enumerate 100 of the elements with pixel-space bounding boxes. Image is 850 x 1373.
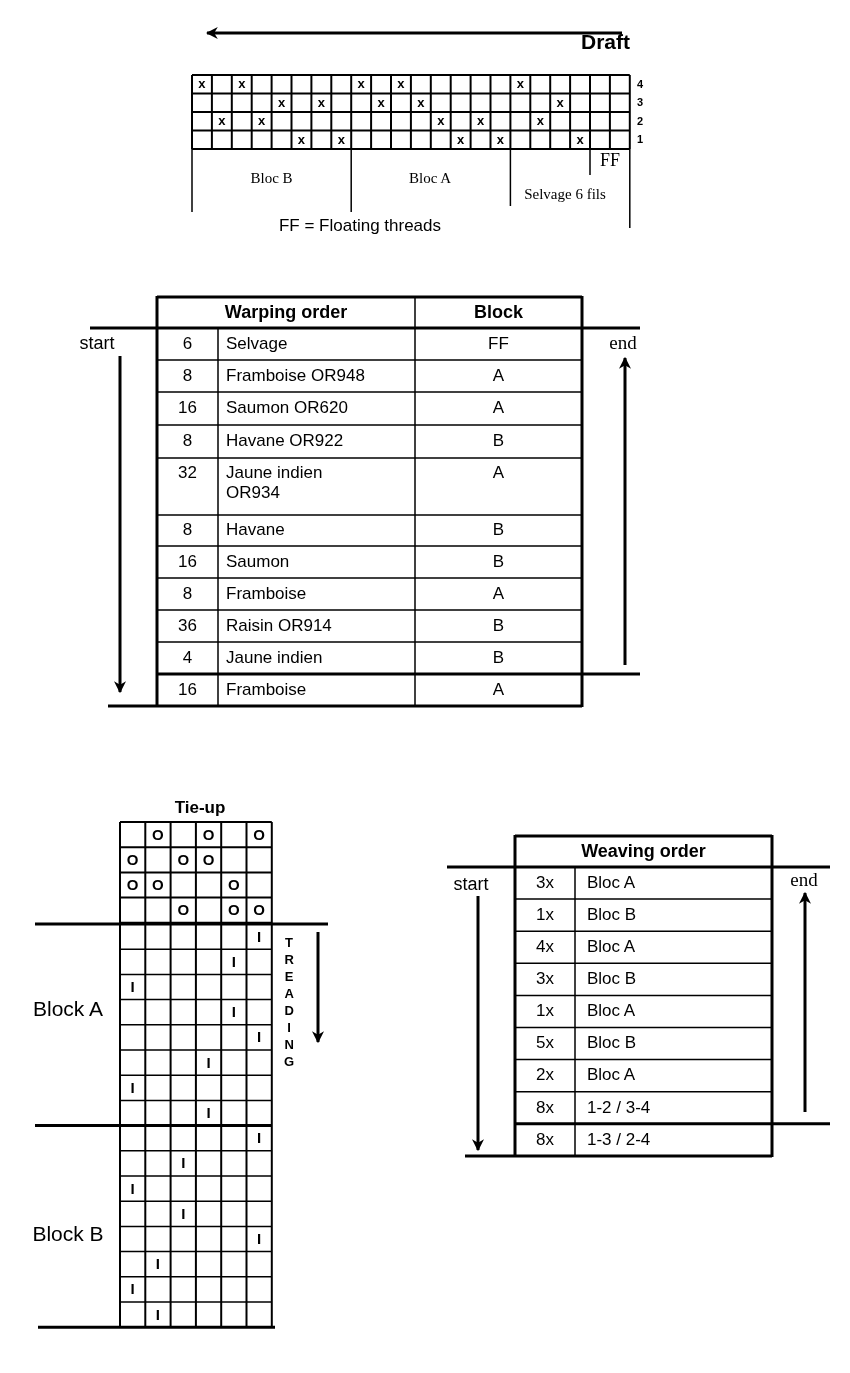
repeat-count: 3x: [535, 968, 555, 991]
repeat-count: 4x: [535, 936, 555, 959]
threading-mark: x: [336, 130, 346, 149]
thread-count: 8: [181, 430, 194, 453]
selvage-label: Selvage 6 fils: [523, 185, 607, 204]
yarn-name: Havane: [226, 519, 286, 542]
threading-mark: x: [456, 130, 466, 149]
threading-mark: x: [475, 112, 486, 131]
treadle-mark: I: [129, 977, 136, 997]
yarn-name: Raisin OR914: [226, 614, 333, 637]
treadle-mark: I: [129, 1178, 136, 1199]
yarn-name: Framboise: [226, 582, 308, 605]
block-name: Bloc A: [587, 936, 637, 959]
treadle-mark: I: [256, 1229, 263, 1249]
block-name: Bloc A: [587, 1064, 637, 1087]
thread-count: 36: [177, 614, 198, 637]
tie-up-mark: O: [151, 824, 165, 845]
column-header: Block: [473, 300, 524, 324]
column-header: Weaving order: [580, 839, 707, 863]
threading-mark: x: [257, 112, 267, 131]
tie-up-mark: O: [151, 875, 165, 895]
repeat-count: 5x: [535, 1032, 555, 1055]
threading-mark: x: [436, 112, 446, 131]
shaft-number: 1: [635, 132, 645, 148]
threading-mark: x: [555, 93, 565, 112]
threading-mark: x: [416, 93, 426, 112]
block-name: Bloc B: [587, 1032, 638, 1055]
block-label: Bloc B: [249, 169, 294, 188]
treadle-mark: I: [180, 1203, 187, 1224]
block-name: 1-3 / 2-4: [587, 1128, 652, 1151]
treadle-mark: I: [256, 1128, 263, 1149]
block-letter: B: [491, 646, 506, 669]
threading-mark: x: [296, 130, 307, 149]
start-label: start: [78, 332, 116, 356]
treadle-mark: I: [230, 951, 237, 972]
repeat-count: 2x: [535, 1064, 555, 1087]
tie-up-mark: O: [252, 900, 266, 921]
legend-note: FF = Floating threads: [277, 214, 443, 237]
block-letter: A: [491, 462, 506, 484]
thread-count: 32: [177, 462, 198, 484]
tie-up-mark: O: [201, 849, 216, 870]
thread-count: 4: [181, 646, 194, 669]
treadle-mark: I: [256, 1027, 263, 1048]
repeat-count: 3x: [535, 871, 555, 894]
block-letter: A: [491, 397, 506, 420]
threading-mark: x: [535, 112, 545, 131]
yarn-name: Framboise OR948: [226, 364, 366, 387]
block-letter: A: [491, 582, 506, 605]
repeat-count: 1x: [535, 903, 555, 926]
treadle-mark: I: [205, 1052, 212, 1073]
treadle-mark: I: [154, 1304, 162, 1325]
tie-up-mark: O: [125, 849, 140, 870]
threading-mark: x: [316, 93, 326, 112]
shaft-number: 4: [635, 76, 645, 92]
threading-mark: x: [376, 93, 386, 112]
block-label: Block B: [31, 1221, 105, 1248]
block-name: Bloc A: [587, 1000, 637, 1023]
threading-mark: x: [276, 93, 287, 112]
thread-count: 8: [181, 364, 194, 387]
threading-mark: x: [237, 75, 247, 94]
yarn-name: Saumon: [226, 550, 291, 573]
tie-up-mark: O: [252, 824, 266, 845]
shaft-number: 3: [635, 95, 645, 111]
treadle-mark: I: [154, 1254, 162, 1275]
column-header: Warping order: [223, 300, 349, 324]
block-letter: A: [491, 678, 506, 701]
tie-up-mark: O: [125, 875, 140, 895]
thread-count: 16: [177, 678, 198, 701]
thread-count: 16: [177, 397, 198, 420]
threading-mark: x: [495, 130, 506, 149]
tie-up-mark: O: [176, 849, 191, 870]
tie-up-mark: O: [201, 824, 216, 845]
block-label: Block A: [31, 996, 104, 1023]
treadle-mark: I: [205, 1103, 212, 1123]
threading-mark: x: [396, 75, 406, 94]
block-name: Bloc B: [587, 968, 638, 991]
tie-up-mark: O: [227, 900, 241, 921]
end-label: end: [789, 867, 819, 892]
vertical-label: TREADING: [281, 934, 298, 1073]
treadle-mark: I: [256, 926, 263, 947]
repeat-count: 1x: [535, 1000, 555, 1023]
threading-mark: x: [197, 75, 207, 94]
thread-count: 6: [181, 332, 194, 355]
yarn-name: Framboise: [226, 678, 308, 701]
block-label: Bloc A: [407, 169, 453, 188]
treadle-mark: I: [129, 1279, 136, 1300]
block-name: Bloc A: [587, 871, 637, 894]
threading-mark: x: [575, 130, 585, 149]
end-label: end: [608, 330, 638, 355]
block-letter: B: [491, 550, 506, 573]
selvage-label: FF: [599, 149, 621, 173]
tie-up-mark: O: [176, 900, 191, 921]
tie-up-mark: O: [227, 875, 241, 895]
block-letter: B: [491, 519, 506, 542]
section-title: Tie-up: [173, 796, 227, 819]
threading-mark: x: [217, 112, 227, 131]
yarn-name: Jaune indien: [226, 646, 324, 669]
start-label: start: [452, 873, 490, 897]
section-title: Draft: [580, 29, 630, 56]
thread-count: 16: [177, 550, 198, 573]
